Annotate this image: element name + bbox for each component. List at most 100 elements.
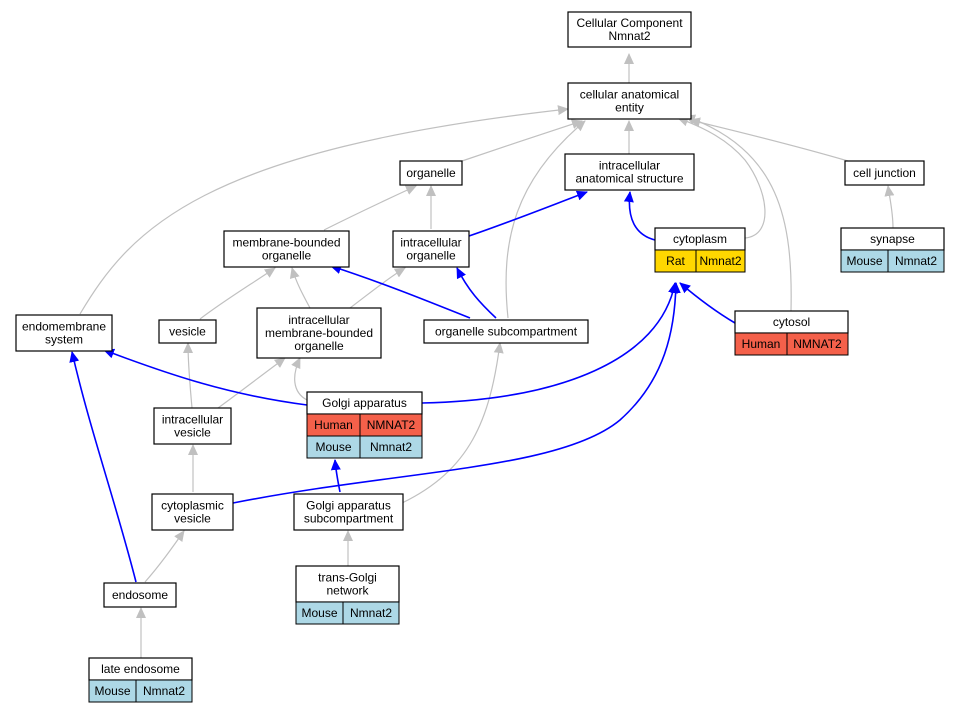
edge-iv-to-vesicle (183, 342, 194, 409)
species-tag: Mouse Nmnat2 (88, 679, 193, 703)
node-label: organelle (294, 339, 344, 353)
node-box (423, 319, 589, 344)
edge-endosys-to-cae (79, 105, 569, 315)
node-box (844, 160, 925, 186)
node-organelle-subcompartment[interactable]: organelle subcompartment (423, 319, 589, 344)
node-cell-junction[interactable]: cell junction (844, 160, 925, 186)
node-label: endosome (112, 588, 168, 602)
species-label: Mouse (846, 254, 882, 268)
edge-golgi-to-cytoplasm (421, 282, 678, 404)
node-label: network (326, 584, 369, 598)
species-label: Rat (666, 254, 685, 268)
gene-cell (887, 249, 945, 273)
node-label: Golgi apparatus (322, 396, 407, 410)
edge-osub-to-cae (505, 120, 586, 319)
node-box (564, 153, 695, 191)
node-label: intracellular (162, 413, 223, 427)
edge-gas-to-golgi (330, 459, 341, 493)
gene-cell (135, 679, 193, 703)
node-label: endomembrane (22, 320, 106, 334)
gene-cell (695, 249, 746, 273)
edge-cv-to-cytoplasm (232, 282, 681, 504)
edge-synapse-to-celljunction (884, 185, 895, 229)
node-box (567, 82, 692, 120)
node-box (256, 307, 382, 359)
edge-iv-to-imbo (217, 357, 286, 409)
node-label: organelle (406, 249, 456, 263)
edge-cytosol-to-cae (684, 114, 792, 312)
edge-vesicle-to-mbo (199, 267, 276, 320)
node-label: membrane-bounded (232, 236, 340, 250)
node-label: organelle (262, 249, 312, 263)
node-organelle[interactable]: organelle (399, 160, 463, 186)
gene-label: Nmnat2 (350, 606, 392, 620)
node-box (399, 160, 463, 186)
edge-osub-to-mbo (330, 264, 471, 319)
edge-cytoplasm-to-cae (677, 116, 766, 239)
edge-golgi-to-imbo (291, 357, 308, 401)
species-tag: Rat Nmnat2 (654, 249, 746, 273)
node-label: system (45, 333, 83, 347)
node-label: cytosol (773, 315, 810, 329)
node-label: organelle subcompartment (435, 325, 578, 339)
node-label: Golgi apparatus (306, 499, 391, 513)
gene-cell (342, 601, 400, 625)
node-label: cytoplasm (673, 232, 727, 246)
node-box (153, 407, 232, 445)
edge-cytosol-to-cytoplasm (679, 282, 736, 324)
node-box (392, 230, 470, 268)
node-box (223, 230, 350, 268)
edge-organelle-to-cae (461, 119, 583, 162)
node-endosome[interactable]: endosome (103, 582, 177, 608)
node-box (158, 319, 217, 344)
node-label: cell junction (853, 166, 916, 180)
edge-imbo-to-mbo (289, 267, 311, 309)
node-label: late endosome (101, 662, 180, 676)
node-label: trans-Golgi (318, 571, 377, 585)
node-label: intracellular (400, 236, 461, 250)
species-label: Human (742, 337, 781, 351)
gene-label: Nmnat2 (370, 440, 412, 454)
node-box (103, 582, 177, 608)
node-label: subcompartment (304, 512, 394, 526)
node-label: intracellular (599, 159, 660, 173)
gene-label: Nmnat2 (143, 684, 185, 698)
species-label: Mouse (94, 684, 130, 698)
node-label: anatomical structure (575, 172, 683, 186)
gene-cell (359, 435, 423, 459)
edge-cytoplasm-to-ias (623, 191, 656, 241)
node-label: vesicle (174, 512, 211, 526)
node-vesicle[interactable]: vesicle (158, 319, 217, 344)
edge-osub-to-io (456, 267, 497, 319)
species-label: Human (314, 418, 353, 432)
node-box (293, 493, 404, 531)
gene-label: Nmnat2 (699, 254, 741, 268)
node-label: Cellular Component (576, 16, 683, 30)
node-label: intracellular (288, 313, 349, 327)
edge-imbo-to-io (349, 267, 406, 309)
node-label: synapse (870, 232, 915, 246)
node-label: vesicle (174, 426, 211, 440)
node-box (151, 493, 234, 531)
